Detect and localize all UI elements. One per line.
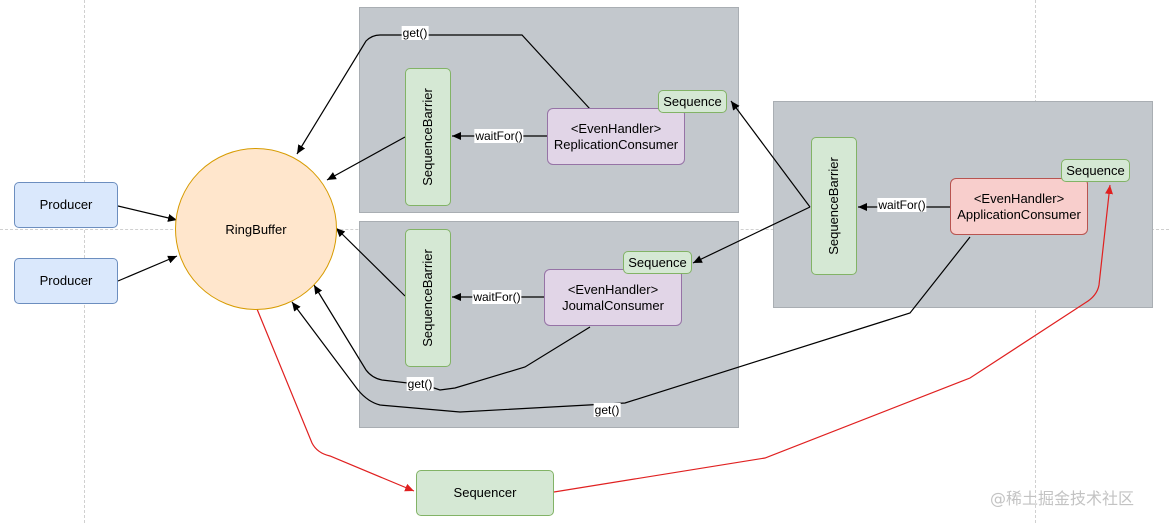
sequence-barrier-label: SequenceBarrier bbox=[420, 249, 435, 347]
edge-label-get-application: get() bbox=[593, 403, 621, 417]
edge-label-get-replication: get() bbox=[401, 26, 429, 40]
ringbuffer-node[interactable]: RingBuffer bbox=[175, 148, 337, 310]
producer-label: Producer bbox=[39, 197, 93, 212]
sequence-replication[interactable]: Sequence bbox=[658, 90, 727, 113]
application-consumer-node[interactable]: <EvenHandler> ApplicationConsumer bbox=[950, 178, 1088, 235]
application-consumer-label: ApplicationConsumer bbox=[957, 206, 1081, 222]
edge-label-get-journal: get() bbox=[406, 377, 434, 391]
sequence-application[interactable]: Sequence bbox=[1061, 159, 1130, 182]
sequence-label: Sequence bbox=[1066, 162, 1125, 178]
sequence-barrier-label: SequenceBarrier bbox=[420, 88, 435, 186]
edge-label-waitfor-replication: waitFor() bbox=[474, 129, 524, 143]
sequence-barrier-journal[interactable]: SequenceBarrier bbox=[405, 229, 451, 367]
sequencer-label: Sequencer bbox=[453, 485, 517, 500]
sequencer-node[interactable]: Sequencer bbox=[416, 470, 554, 516]
edge-replication-get bbox=[296, 34, 591, 155]
sequence-journal[interactable]: Sequence bbox=[623, 251, 692, 274]
producer-node-2[interactable]: Producer bbox=[14, 258, 118, 304]
edge-barrier-1-to-ringbuffer bbox=[326, 136, 406, 181]
edge-application-get bbox=[291, 236, 971, 413]
edge-label-waitfor-journal: waitFor() bbox=[472, 290, 522, 304]
edge-producer-1-to-ringbuffer bbox=[117, 205, 178, 222]
event-handler-label: <EvenHandler> bbox=[570, 120, 662, 136]
sequence-barrier-label: SequenceBarrier bbox=[826, 157, 841, 255]
replication-consumer-label: ReplicationConsumer bbox=[553, 136, 679, 152]
edge-barrier-2-to-ringbuffer bbox=[335, 227, 406, 297]
sequence-label: Sequence bbox=[663, 93, 722, 109]
edge-label-waitfor-application: waitFor() bbox=[877, 198, 927, 212]
watermark: @稀土掘金技术社区 bbox=[990, 489, 1135, 508]
edge-barrier-3-to-journal-sequence bbox=[692, 206, 811, 264]
edge-sequencer-to-application-sequence bbox=[553, 184, 1113, 493]
edge-barrier-3-to-replication-sequence bbox=[730, 100, 811, 208]
producer-label: Producer bbox=[39, 273, 93, 288]
event-handler-label: <EvenHandler> bbox=[973, 190, 1065, 206]
sequence-barrier-application[interactable]: SequenceBarrier bbox=[811, 137, 857, 275]
edge-journal-get bbox=[313, 284, 591, 391]
event-handler-label: <EvenHandler> bbox=[567, 281, 659, 297]
journal-consumer-label: JoumalConsumer bbox=[562, 297, 664, 313]
journal-consumer-node[interactable]: <EvenHandler> JoumalConsumer bbox=[544, 269, 682, 326]
replication-consumer-node[interactable]: <EvenHandler> ReplicationConsumer bbox=[547, 108, 685, 165]
edge-producer-2-to-ringbuffer bbox=[117, 255, 178, 282]
sequence-barrier-replication[interactable]: SequenceBarrier bbox=[405, 68, 451, 206]
producer-node-1[interactable]: Producer bbox=[14, 182, 118, 228]
edge-ringbuffer-to-sequencer bbox=[256, 308, 415, 492]
sequence-label: Sequence bbox=[628, 254, 687, 270]
ringbuffer-label: RingBuffer bbox=[225, 221, 287, 237]
